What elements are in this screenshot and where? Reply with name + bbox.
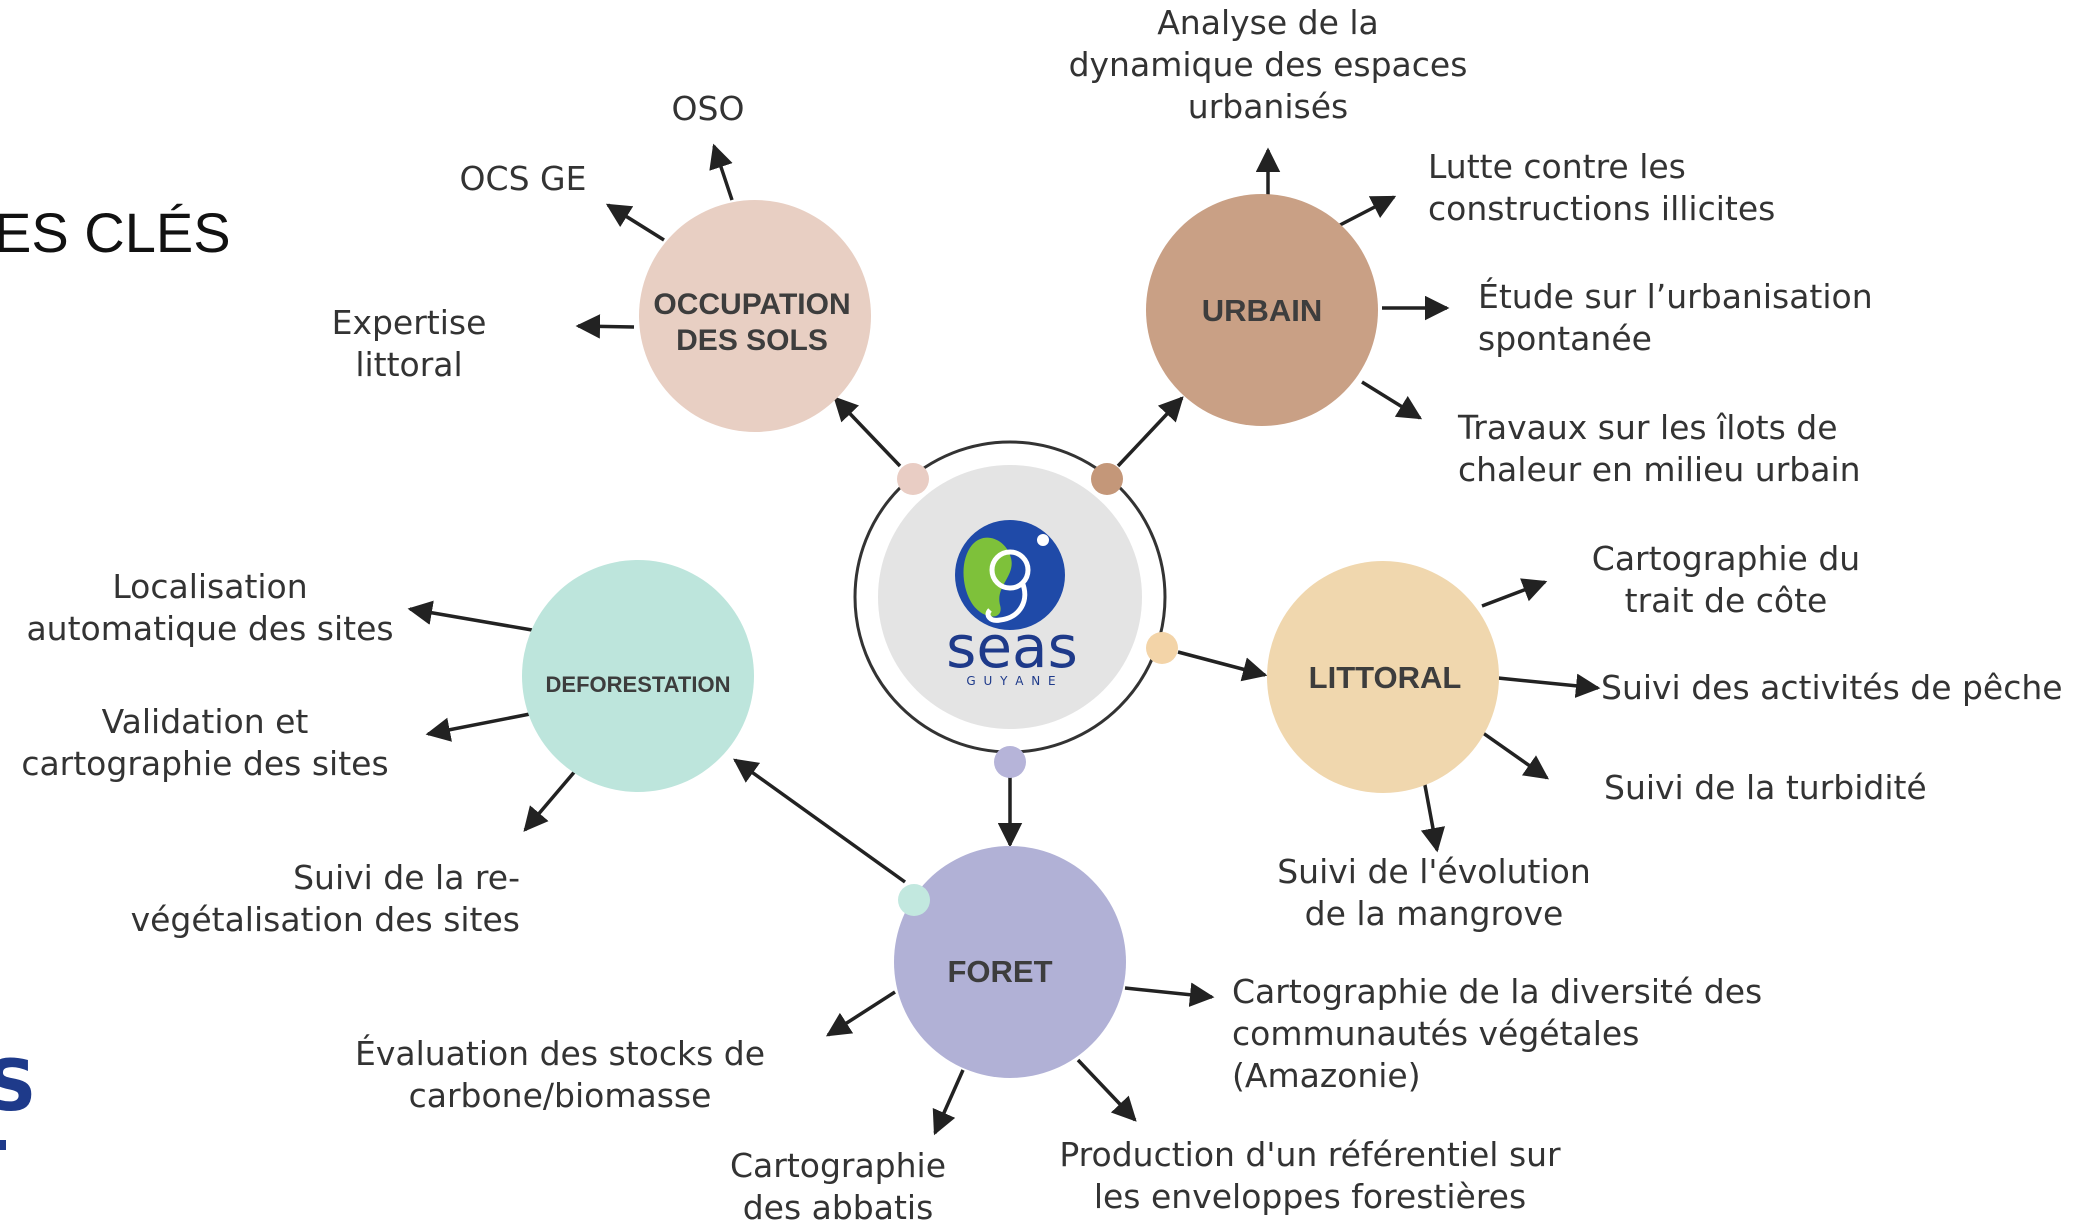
text-line: carbone/biomasse xyxy=(409,1076,712,1115)
arrow-expertise-littoral xyxy=(575,314,635,339)
arrow-suivi-turbidite xyxy=(1481,731,1550,780)
dot-littoral xyxy=(1146,632,1178,664)
text-line: des abbatis xyxy=(743,1188,934,1225)
text-line: Suivi de l'évolution xyxy=(1277,852,1591,891)
svg-text:URBAIN: URBAIN xyxy=(1202,293,1323,328)
dot-foret xyxy=(994,746,1026,778)
svg-text:S: S xyxy=(0,1045,36,1127)
arrow-center-littoral xyxy=(1177,650,1268,682)
text-line: trait de côte xyxy=(1625,581,1828,620)
text-line: littoral xyxy=(355,345,462,384)
text-line: Lutte contre les xyxy=(1428,147,1686,186)
seas-logo-text: seas xyxy=(946,613,1078,681)
text-line: communautés végétales xyxy=(1232,1014,1639,1053)
text-line: Cartographie xyxy=(730,1146,946,1185)
text-line: OCCUPATION xyxy=(653,288,850,321)
label-oso: OSO xyxy=(672,89,745,128)
text-line: Localisation xyxy=(112,567,307,606)
arrow-cartographie-abbatis xyxy=(932,1069,965,1136)
text-line: Validation et xyxy=(102,702,309,741)
arrow-travaux-ilots xyxy=(1361,380,1423,420)
hub-foret: FORET xyxy=(894,846,1126,1078)
label-ocs-ge: OCS GE xyxy=(460,159,587,198)
text-line: les enveloppes forestières xyxy=(1094,1177,1526,1216)
hub-littoral: LITTORAL xyxy=(1267,561,1499,793)
text-line: automatique des sites xyxy=(26,609,393,648)
arrow-oso xyxy=(709,143,734,201)
arrow-center-deforestation xyxy=(733,758,907,884)
arrow-validation-sites xyxy=(425,712,531,742)
text-line: Suivi de la re- xyxy=(293,858,520,897)
center-logo-group: seas G U Y A N E xyxy=(853,440,1167,754)
text-line: OCS GE xyxy=(460,159,587,198)
label-suivi-turbidite: Suivi de la turbidité xyxy=(1604,768,1927,807)
svg-text:LITTORAL: LITTORAL xyxy=(1309,660,1462,695)
label-suivi-revegetalisation: Suivi de la re-végétalisation des sites xyxy=(131,858,520,939)
arrow-suivi-peche xyxy=(1497,673,1601,698)
hub-urbain: URBAIN xyxy=(1146,194,1378,426)
arrow-production-referentiel xyxy=(1076,1058,1137,1122)
arrow-cartographie-diversite xyxy=(1124,982,1215,1007)
text-line: cartographie des sites xyxy=(21,744,388,783)
text-line: Suivi des activités de pêche xyxy=(1601,668,2063,707)
arrow-localisation-sites xyxy=(407,600,533,632)
label-suivi-peche: Suivi des activités de pêche xyxy=(1601,668,2063,707)
text-line: OSO xyxy=(672,89,745,128)
arrow-ocs-ge xyxy=(605,203,665,242)
text-line: DES SOLS xyxy=(676,324,828,357)
text-line: Suivi de la turbidité xyxy=(1604,768,1927,807)
arrow-evaluation-stocks xyxy=(825,990,896,1037)
text-line: chaleur en milieu urbain xyxy=(1458,450,1861,489)
text-line: de la mangrove xyxy=(1305,894,1564,933)
text-line: constructions illicites xyxy=(1428,189,1775,228)
arrow-lutte-constructions xyxy=(1339,195,1397,227)
text-line: spontanée xyxy=(1478,319,1652,358)
svg-text:DEFORESTATION: DEFORESTATION xyxy=(546,672,731,697)
dot-occupation xyxy=(897,463,929,495)
text-line: Travaux sur les îlots de xyxy=(1457,408,1838,447)
text-line: Analyse de la xyxy=(1157,3,1379,42)
text-line: Évaluation des stocks de xyxy=(355,1033,765,1073)
text-line: Cartographie de la diversité des xyxy=(1232,972,1762,1011)
partial-logo-fragment: S xyxy=(0,1045,36,1150)
page-title-fragment: ES CLÉS xyxy=(0,201,231,264)
arrow-center-urbain xyxy=(1116,396,1184,468)
hub-deforestation: DEFORESTATION xyxy=(522,560,754,792)
text-line: (Amazonie) xyxy=(1232,1056,1421,1095)
text-line: végétalisation des sites xyxy=(131,900,520,939)
text-line: dynamique des espaces xyxy=(1069,45,1468,84)
text-line: Production d'un référentiel sur xyxy=(1059,1135,1561,1174)
text-line: Étude sur l’urbanisation xyxy=(1478,276,1873,316)
dot-deforestation xyxy=(898,884,930,916)
text-line: urbanisés xyxy=(1188,87,1348,126)
text-line: Cartographie du xyxy=(1592,539,1860,578)
svg-text:FORET: FORET xyxy=(947,954,1052,989)
arrow-center-occupation xyxy=(833,396,902,468)
connector-arrows xyxy=(407,143,1601,1136)
arrow-cartographie-trait xyxy=(1481,578,1548,608)
arrow-suivi-revegetalisation xyxy=(523,768,578,832)
guyane-logo-subtext: G U Y A N E xyxy=(966,674,1057,688)
dot-urbain xyxy=(1091,463,1123,495)
globe-icon xyxy=(955,520,1065,630)
arrow-suivi-mangrove xyxy=(1420,779,1446,853)
text-line: Expertise xyxy=(332,303,487,342)
